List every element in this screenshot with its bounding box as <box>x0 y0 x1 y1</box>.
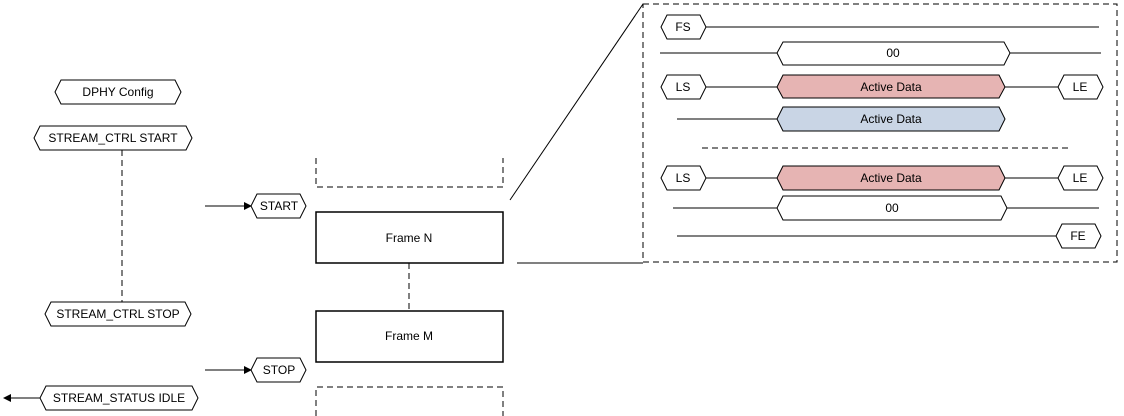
frame-n-box: Frame N <box>315 211 504 264</box>
ls-tag-1: LS <box>660 74 707 100</box>
ls-label-1: LS <box>676 80 691 94</box>
active-data-label-2: Active Data <box>860 112 922 126</box>
stream-status-idle-tag: STREAM_STATUS IDLE <box>39 385 199 411</box>
start-tag: START <box>250 193 307 219</box>
zoom-line-top <box>509 3 644 201</box>
start-label: START <box>260 199 299 213</box>
next-frame-dashed <box>315 386 504 416</box>
active-data-label-1: Active Data <box>860 80 922 94</box>
le-tag-2: LE <box>1057 165 1104 191</box>
active-data-bus-1: Active Data <box>776 74 1006 99</box>
stream-ctrl-stop-label: STREAM_CTRL STOP <box>56 307 179 321</box>
fe-tag: FE <box>1055 223 1102 249</box>
stream-ctrl-start-label: STREAM_CTRL START <box>48 131 178 145</box>
active-data-bus-3: Active Data <box>776 165 1006 191</box>
ls-label-2: LS <box>676 171 691 185</box>
stream-ctrl-start-tag: STREAM_CTRL START <box>33 125 193 151</box>
fe-label: FE <box>1070 229 1085 243</box>
zero-bottom-label: 00 <box>885 201 899 215</box>
dphy-config-label: DPHY Config <box>82 85 153 99</box>
le-label-1: LE <box>1073 80 1088 94</box>
zero-bottom-bus: 00 <box>776 195 1008 221</box>
zero-top-bus: 00 <box>776 41 1011 66</box>
dphy-config-tag: DPHY Config <box>54 79 182 105</box>
frame-m-box: Frame M <box>315 310 504 363</box>
previous-frame-dashed <box>315 158 504 188</box>
ls-tag-2: LS <box>660 165 707 191</box>
stop-label: STOP <box>263 363 295 377</box>
fs-label: FS <box>675 20 690 34</box>
le-label-2: LE <box>1073 171 1088 185</box>
frame-m-label: Frame M <box>385 329 433 343</box>
stream-ctrl-stop-tag: STREAM_CTRL STOP <box>44 301 192 327</box>
zero-top-label: 00 <box>886 46 900 60</box>
stream-status-idle-label: STREAM_STATUS IDLE <box>53 391 185 405</box>
detail-panel <box>642 3 1118 263</box>
frame-n-label: Frame N <box>386 231 433 245</box>
fs-tag: FS <box>660 14 707 40</box>
le-tag-1: LE <box>1057 74 1104 100</box>
active-data-bus-2: Active Data <box>776 106 1006 132</box>
active-data-label-3: Active Data <box>860 171 922 185</box>
stop-tag: STOP <box>250 357 307 383</box>
